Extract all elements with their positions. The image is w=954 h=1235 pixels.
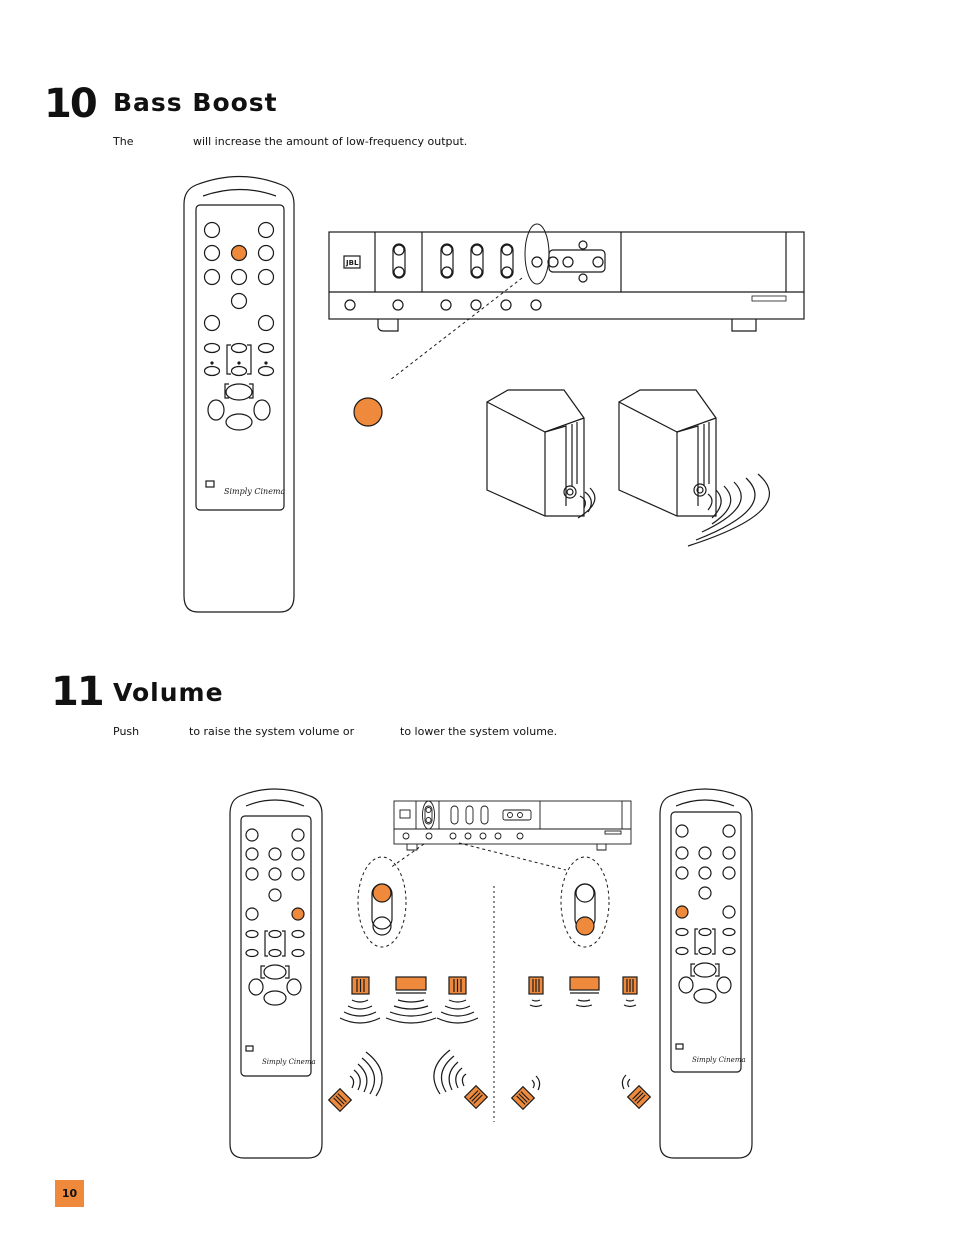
- section-10-text-rest: will increase the amount of low-frequenc…: [193, 135, 468, 148]
- remote-control-10: Simply Cinema: [183, 175, 295, 613]
- subwoofer-right: [618, 389, 770, 547]
- subwoofer-left: [486, 389, 596, 519]
- remote-control-11-left: Simply Cinema: [229, 788, 323, 1159]
- receiver-10: JBL: [328, 223, 805, 332]
- page-number-badge: 10: [55, 1180, 84, 1207]
- section-10-title: Bass Boost: [113, 88, 278, 117]
- section-11-title: Volume: [113, 678, 224, 707]
- receiver-11: [393, 800, 632, 851]
- speakers-loud: [327, 976, 489, 1113]
- section-11-text-lower: to lower the system volume.: [400, 725, 558, 738]
- callout-line-10: [389, 277, 523, 381]
- receiver-logo-10: JBL: [345, 259, 359, 267]
- remote-control-11-right: Simply Cinema: [659, 788, 753, 1159]
- page-number: 10: [61, 1187, 78, 1200]
- speakers-quiet: [510, 976, 652, 1111]
- volume-down-callout: [560, 856, 610, 948]
- section-11-text-push: Push: [113, 725, 140, 738]
- remote-brand-11-left: Simply Cinema: [262, 1058, 316, 1066]
- section-11-text-raise: to raise the system volume or: [189, 725, 355, 738]
- bass-boost-button[interactable]: [230, 244, 248, 262]
- remote-brand-10: Simply Cinema: [224, 487, 286, 496]
- remote-brand-11-right: Simply Cinema: [692, 1056, 746, 1064]
- volume-up-button[interactable]: [291, 907, 305, 921]
- volume-up-callout: [357, 856, 407, 948]
- section-10-number: 10: [44, 81, 98, 127]
- section-11-number: 11: [51, 669, 105, 715]
- bass-boost-callout-button: [353, 397, 383, 427]
- section-10-text-the: The: [113, 135, 134, 148]
- volume-down-button[interactable]: [675, 905, 689, 919]
